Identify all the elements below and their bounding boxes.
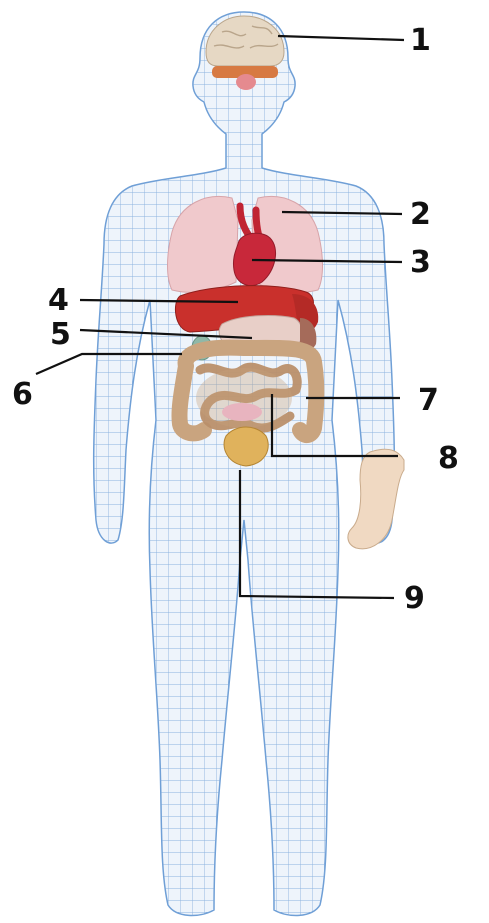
label-3: 3: [410, 245, 431, 280]
label-1: 1: [410, 23, 431, 58]
label-7: 7: [418, 383, 439, 418]
label-6: 6: [12, 377, 33, 412]
label-9: 9: [404, 581, 425, 616]
cerebellum: [236, 74, 256, 90]
label-8: 8: [438, 441, 459, 476]
label-4: 4: [48, 283, 69, 318]
label-2: 2: [410, 197, 431, 232]
right-hand: [348, 449, 404, 549]
leader-line-1: [278, 36, 404, 40]
label-5: 5: [50, 317, 71, 352]
pink-loop: [222, 403, 262, 421]
